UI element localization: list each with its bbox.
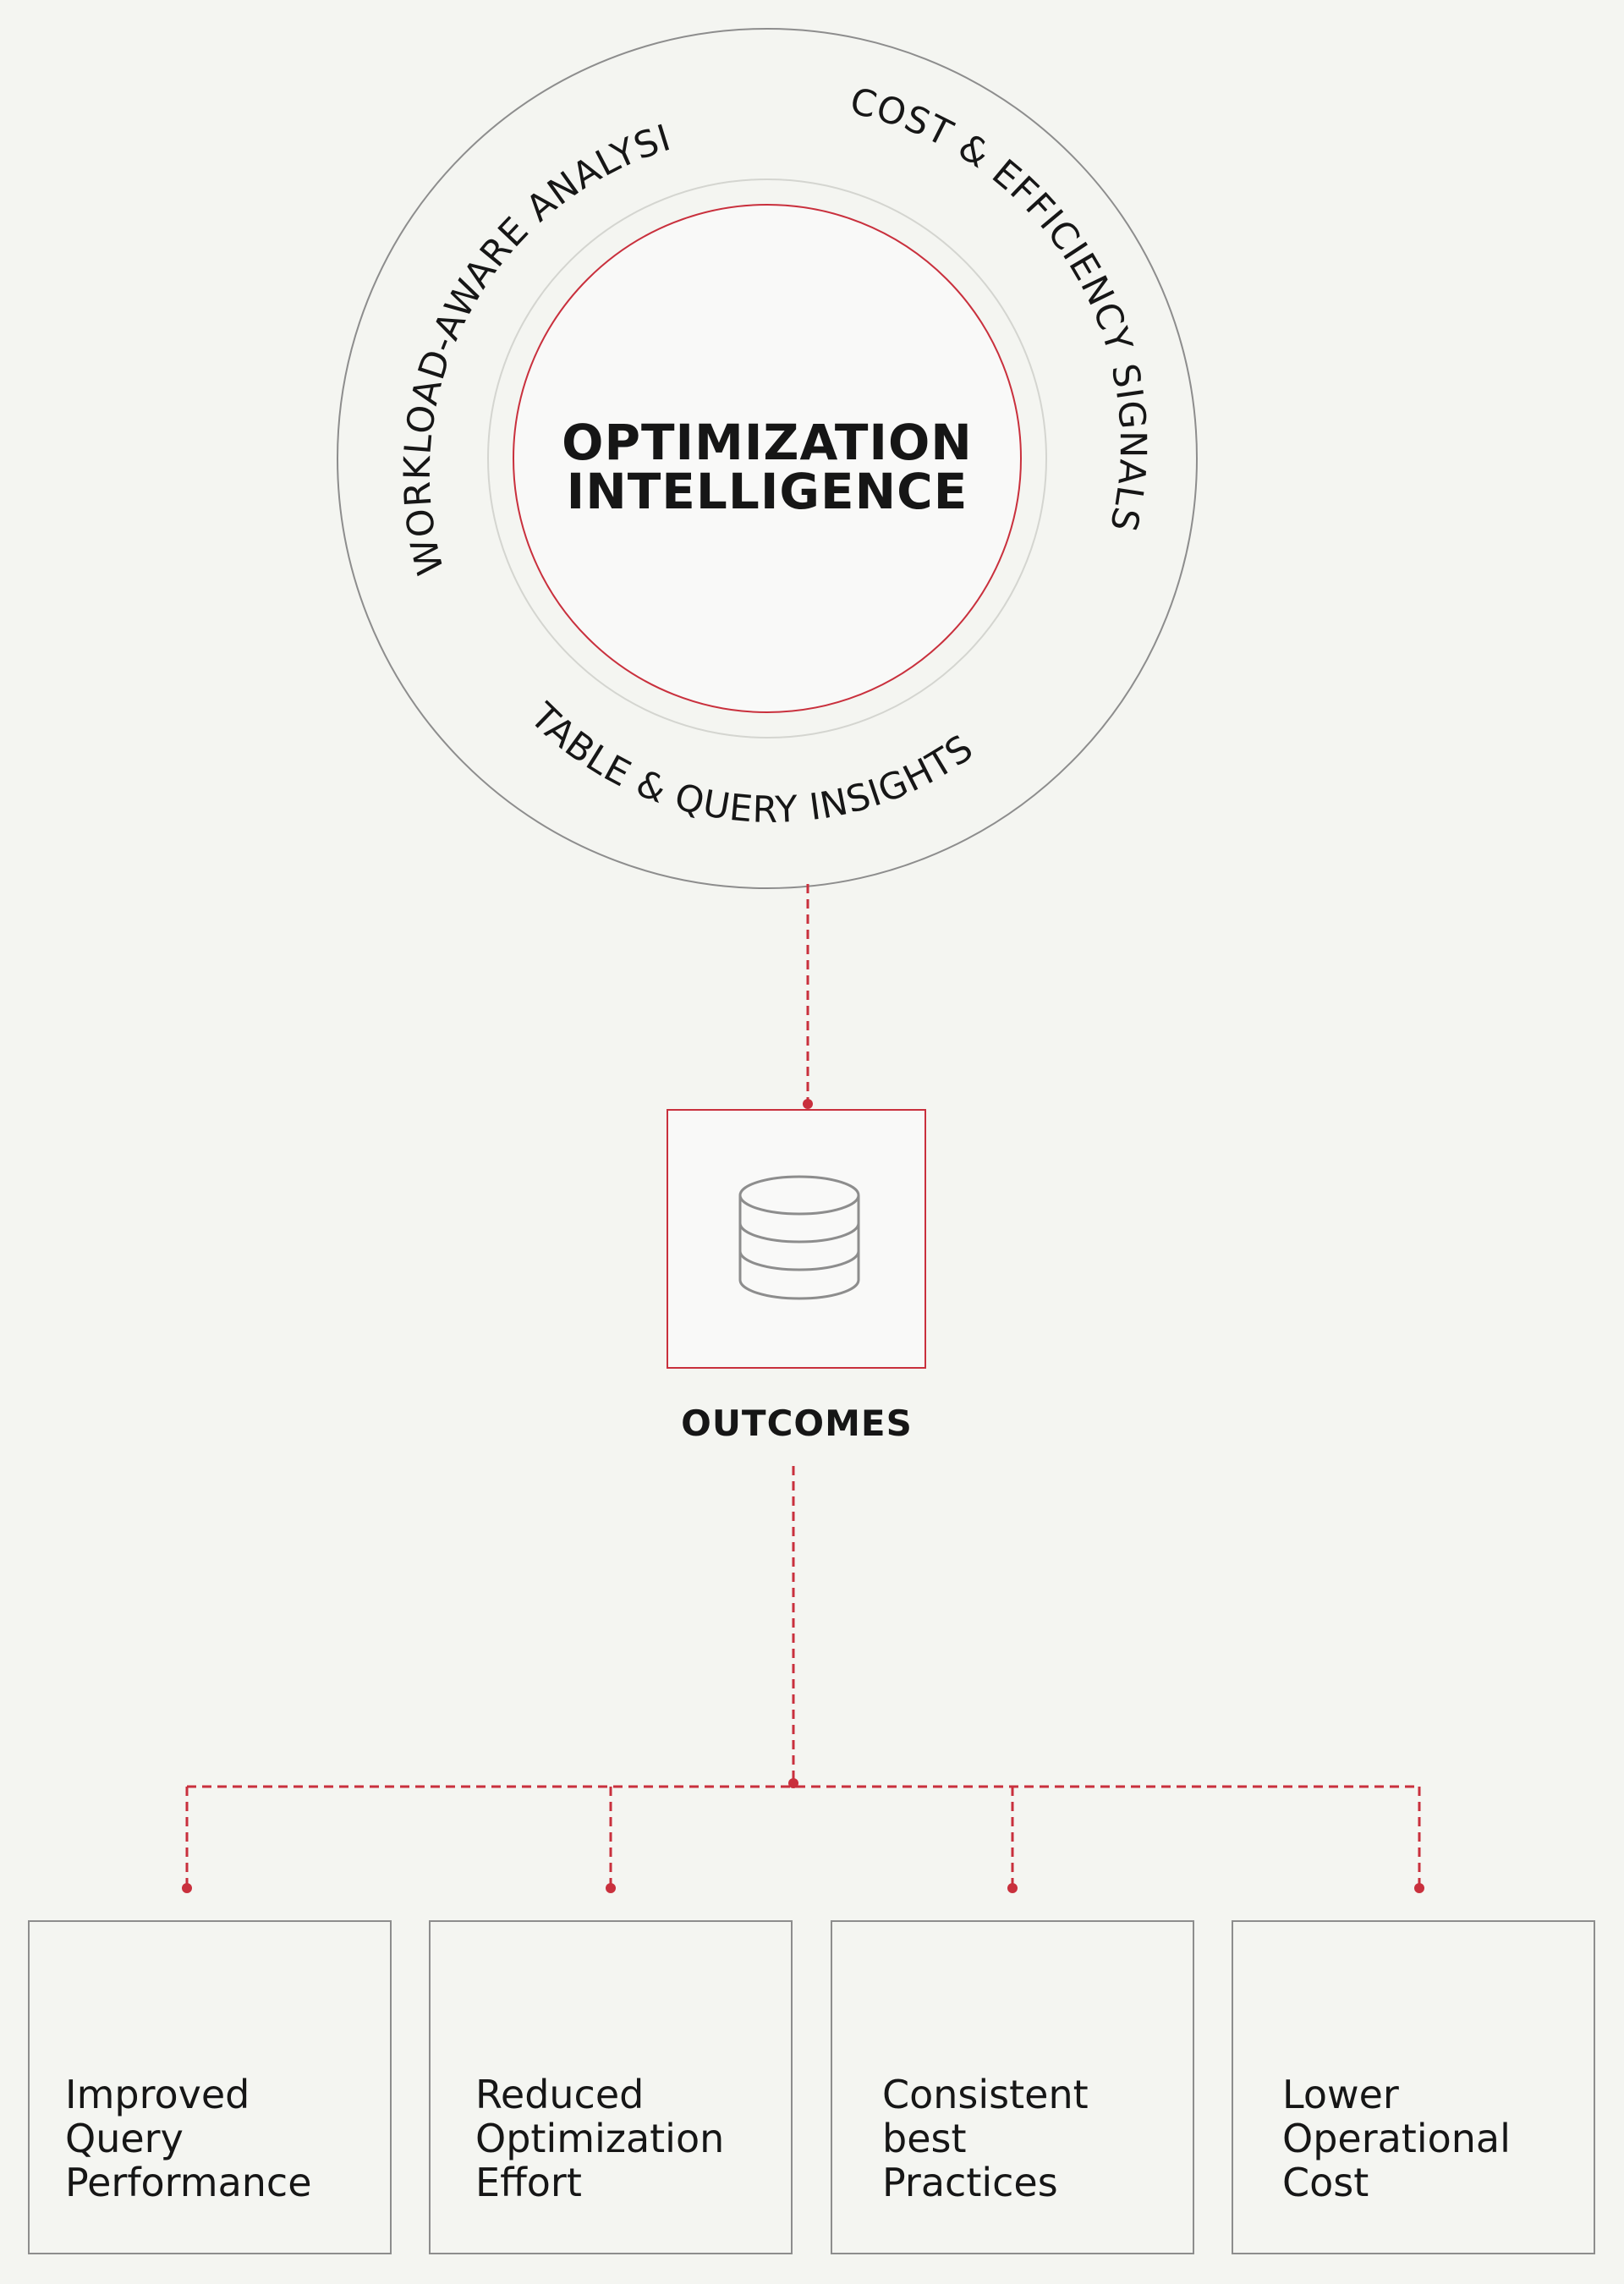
middle-ring bbox=[487, 178, 1047, 738]
outcome-card-3-line-3: Practices bbox=[882, 2160, 1058, 2205]
outcome-card-3: Consistent best Practices bbox=[831, 1920, 1194, 2254]
outcome-card-4-line-1: Lower bbox=[1282, 2072, 1399, 2117]
connector-dot-card-2 bbox=[606, 1883, 616, 1893]
ring-label-bottom: TABLE & QUERY INSIGHTS bbox=[521, 695, 981, 832]
outcome-card-3-line-1: Consistent bbox=[882, 2072, 1089, 2117]
outcomes-label: OUTCOMES bbox=[681, 1403, 913, 1444]
connector-dot-card-1 bbox=[182, 1883, 192, 1893]
outcomes-box bbox=[667, 1109, 926, 1369]
outcome-card-4-text: Lower Operational Cost bbox=[1282, 2073, 1585, 2204]
outcome-card-4-line-2: Operational bbox=[1282, 2116, 1511, 2161]
outcome-card-1-text: Improved Query Performance bbox=[65, 2073, 381, 2204]
outcome-card-2-text: Reduced Optimization Effort bbox=[475, 2073, 782, 2204]
outcome-card-2-line-1: Reduced bbox=[475, 2072, 645, 2117]
outcome-card-2-line-2: Optimization bbox=[475, 2116, 725, 2161]
center-title-line2: INTELLIGENCE bbox=[567, 463, 968, 520]
outcome-card-1-line-2: Query bbox=[65, 2116, 184, 2161]
center-circle bbox=[513, 204, 1022, 713]
outer-ring bbox=[337, 28, 1198, 889]
outcome-card-4-line-3: Cost bbox=[1282, 2160, 1369, 2205]
outcome-card-4: Lower Operational Cost bbox=[1232, 1920, 1595, 2254]
outcome-card-1-line-3: Performance bbox=[65, 2160, 312, 2205]
outcome-card-3-line-2: best bbox=[882, 2116, 967, 2161]
outcome-card-2-line-3: Effort bbox=[475, 2160, 582, 2205]
connector-dot-card-4 bbox=[1414, 1883, 1424, 1893]
connector-dot-card-3 bbox=[1007, 1883, 1018, 1893]
outcome-card-3-text: Consistent best Practices bbox=[882, 2073, 1184, 2204]
center-title-line1: OPTIMIZATION bbox=[562, 414, 973, 471]
outcome-card-1: Improved Query Performance bbox=[28, 1920, 392, 2254]
database-icon bbox=[738, 1175, 860, 1300]
outcome-card-1-line-1: Improved bbox=[65, 2072, 250, 2117]
connector-dot-outcomes bbox=[803, 1099, 813, 1109]
outcome-card-2: Reduced Optimization Effort bbox=[429, 1920, 793, 2254]
